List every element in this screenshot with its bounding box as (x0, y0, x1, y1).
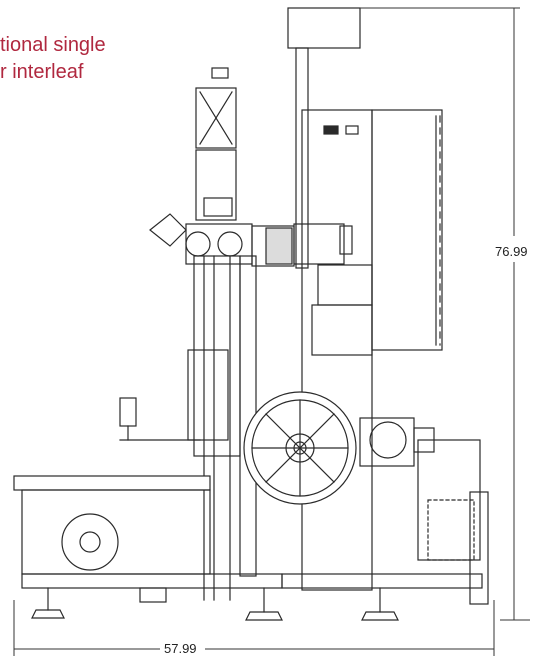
guide-frame (187, 255, 257, 601)
dimension-lines (13, 7, 530, 656)
height-dimension-label: 76.99 (495, 244, 528, 259)
side-bracket (119, 397, 201, 441)
caption-line-1: tional single (0, 34, 106, 56)
caption-text: tional single r interleaf (0, 32, 106, 86)
main-reel (243, 391, 357, 505)
machine-base (13, 475, 483, 603)
motor-assembly (359, 417, 489, 605)
caption-line-2: r interleaf (0, 61, 84, 83)
feed-head (149, 213, 353, 267)
leveling-feet (31, 587, 399, 621)
vertical-column (287, 7, 443, 591)
width-dimension-label: 57.99 (164, 641, 197, 656)
upper-spool (195, 67, 237, 221)
